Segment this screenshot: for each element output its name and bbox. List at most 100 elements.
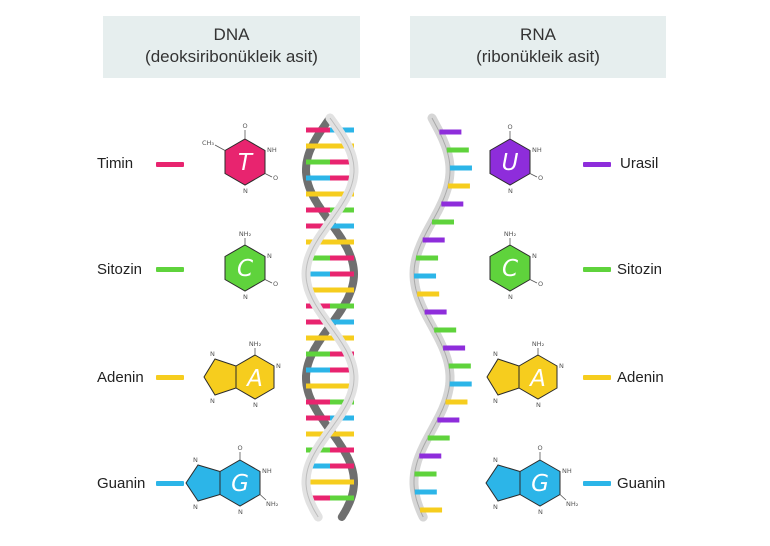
rna-base [449,165,472,171]
rna-swatch-urasil [583,162,611,167]
urasil-ring [489,138,531,186]
dna-sitozin-atom-nh2: NH₂ [239,230,252,238]
dna-base-pair-right [330,223,354,229]
rna-base [414,471,437,477]
rna-guanin-atom-n: N [538,508,543,516]
dna-base-pair-left [306,287,330,293]
dna-adenin-atom-n2: N [253,401,258,409]
dna-base-pair-right [330,431,354,437]
dna-adenin-atom-n4: N [210,397,215,405]
timin-letter: T [238,150,254,176]
dna-sitozin-ring [224,244,266,292]
dna-adenin-ring5 [203,358,237,396]
rna-guanin-atom-n3: N [493,503,498,511]
rna-base [432,219,454,225]
rna-base [417,291,440,297]
dna-base-pair-left [306,431,330,437]
rna-base [448,363,471,369]
dna-base-pair-left [306,223,330,229]
rna-base [414,489,437,495]
dna-adenin-atom-nh2: NH₂ [249,340,262,348]
dna-adenin-letter: A [245,366,263,392]
rna-swatch-sitozin [583,267,611,272]
rna-label-adenin: Adenin [617,369,664,386]
timin-atom-ch3: CH₃ [202,139,214,147]
dna-molecule-timin: T O NH N O CH₃ [202,122,278,195]
dna-label-adenin: Adenin [97,369,144,386]
timin-atom-nh: NH [267,146,277,154]
dna-guanin-atom-n2: N [193,456,198,464]
dna-molecule-guanin: G O NH N NH₂ N N [185,444,279,516]
rna-base [445,399,468,405]
dna-base-pair-left [306,255,330,261]
dna-base-pair-left [306,191,330,197]
rna-guanin-atom-o: O [537,444,542,452]
rna-base [443,345,466,351]
dna-base-pair-right [330,463,354,469]
rna-base [419,453,442,459]
dna-molecule-sitozin: C NH₂ N N O [224,230,278,301]
dna-base-pair-left [306,159,330,165]
dna-guanin-letter: G [231,471,249,497]
rna-label-urasil: Urasil [620,155,659,172]
rna-sitozin-atom-n1: N [532,252,537,260]
dna-guanin-atom-o: O [237,444,242,452]
dna-guanin-atom-nh2: NH₂ [266,500,279,508]
dna-base-pair-right [330,239,354,245]
rna-swatch-guanin [583,481,611,486]
dna-base-pair-left [306,175,330,181]
dna-label-guanin: Guanin [97,475,146,492]
urasil-atom-o-top: O [507,123,512,131]
dna-legend-swatches [156,162,184,486]
rna-legend-swatches [583,162,611,486]
dna-sitozin-atom-o: O [273,280,278,288]
rna-label-guanin: Guanin [617,475,666,492]
dna-base-pair-right [330,159,354,165]
dna-sitozin-letter: C [237,256,253,282]
dna-base-pair-right [330,143,354,149]
dna-base-pair-left [306,271,330,277]
helix-layer [301,113,472,522]
rna-label-sitozin: Sitozin [617,261,663,278]
rna-adenin-letter: A [528,366,546,392]
rna-guanin-atom-nh: NH [562,467,572,475]
dna-base-pair-right [330,271,354,277]
rna-adenin-atom-n3: N [493,350,498,358]
dna-base-pair-left [306,367,330,373]
rna-base [414,273,437,279]
rna-title: RNA [520,25,556,44]
dna-base-pair-right [330,287,354,293]
dna-label-sitozin: Sitozin [97,261,143,278]
rna-guanin-letter: G [531,471,549,497]
rna-base [437,417,460,423]
rna-adenin-ring5 [486,358,520,396]
dna-base-pair-right [330,191,354,197]
rna-base [441,201,464,207]
dna-swatch-adenin [156,375,184,380]
rna-base [439,129,462,135]
dna-front-strand-edge [305,117,355,518]
dna-base-pair-right [330,367,354,373]
rna-guanin-ring5 [485,464,521,502]
dna-base-pair-left [306,479,330,485]
rna-header: RNA (ribonükleik asit) [410,16,666,78]
dna-adenin-atom-n3: N [210,350,215,358]
urasil-atom-nh: NH [532,146,542,154]
dna-base-pair-right [330,399,354,405]
dna-molecule-adenin: A NH₂ N N N N [203,340,281,409]
rna-base [446,147,469,153]
rna-sitozin-atom-o: O [538,280,543,288]
dna-base-pair-left [306,463,330,469]
dna-base-pair-left [306,207,330,213]
dna-base-pair-right [330,319,354,325]
dna-base-pair-left [306,335,330,341]
dna-subtitle: (deoksiribonükleik asit) [145,47,318,66]
dna-swatch-sitozin [156,267,184,272]
dna-title: DNA [213,25,250,44]
timin-atom-o-bottom: O [273,174,278,182]
rna-adenin-atom-n2: N [536,401,541,409]
dna-base-pair-right [330,383,354,389]
dna-base-pair-left [306,415,330,421]
rna-subtitle: (ribonükleik asit) [476,47,600,66]
